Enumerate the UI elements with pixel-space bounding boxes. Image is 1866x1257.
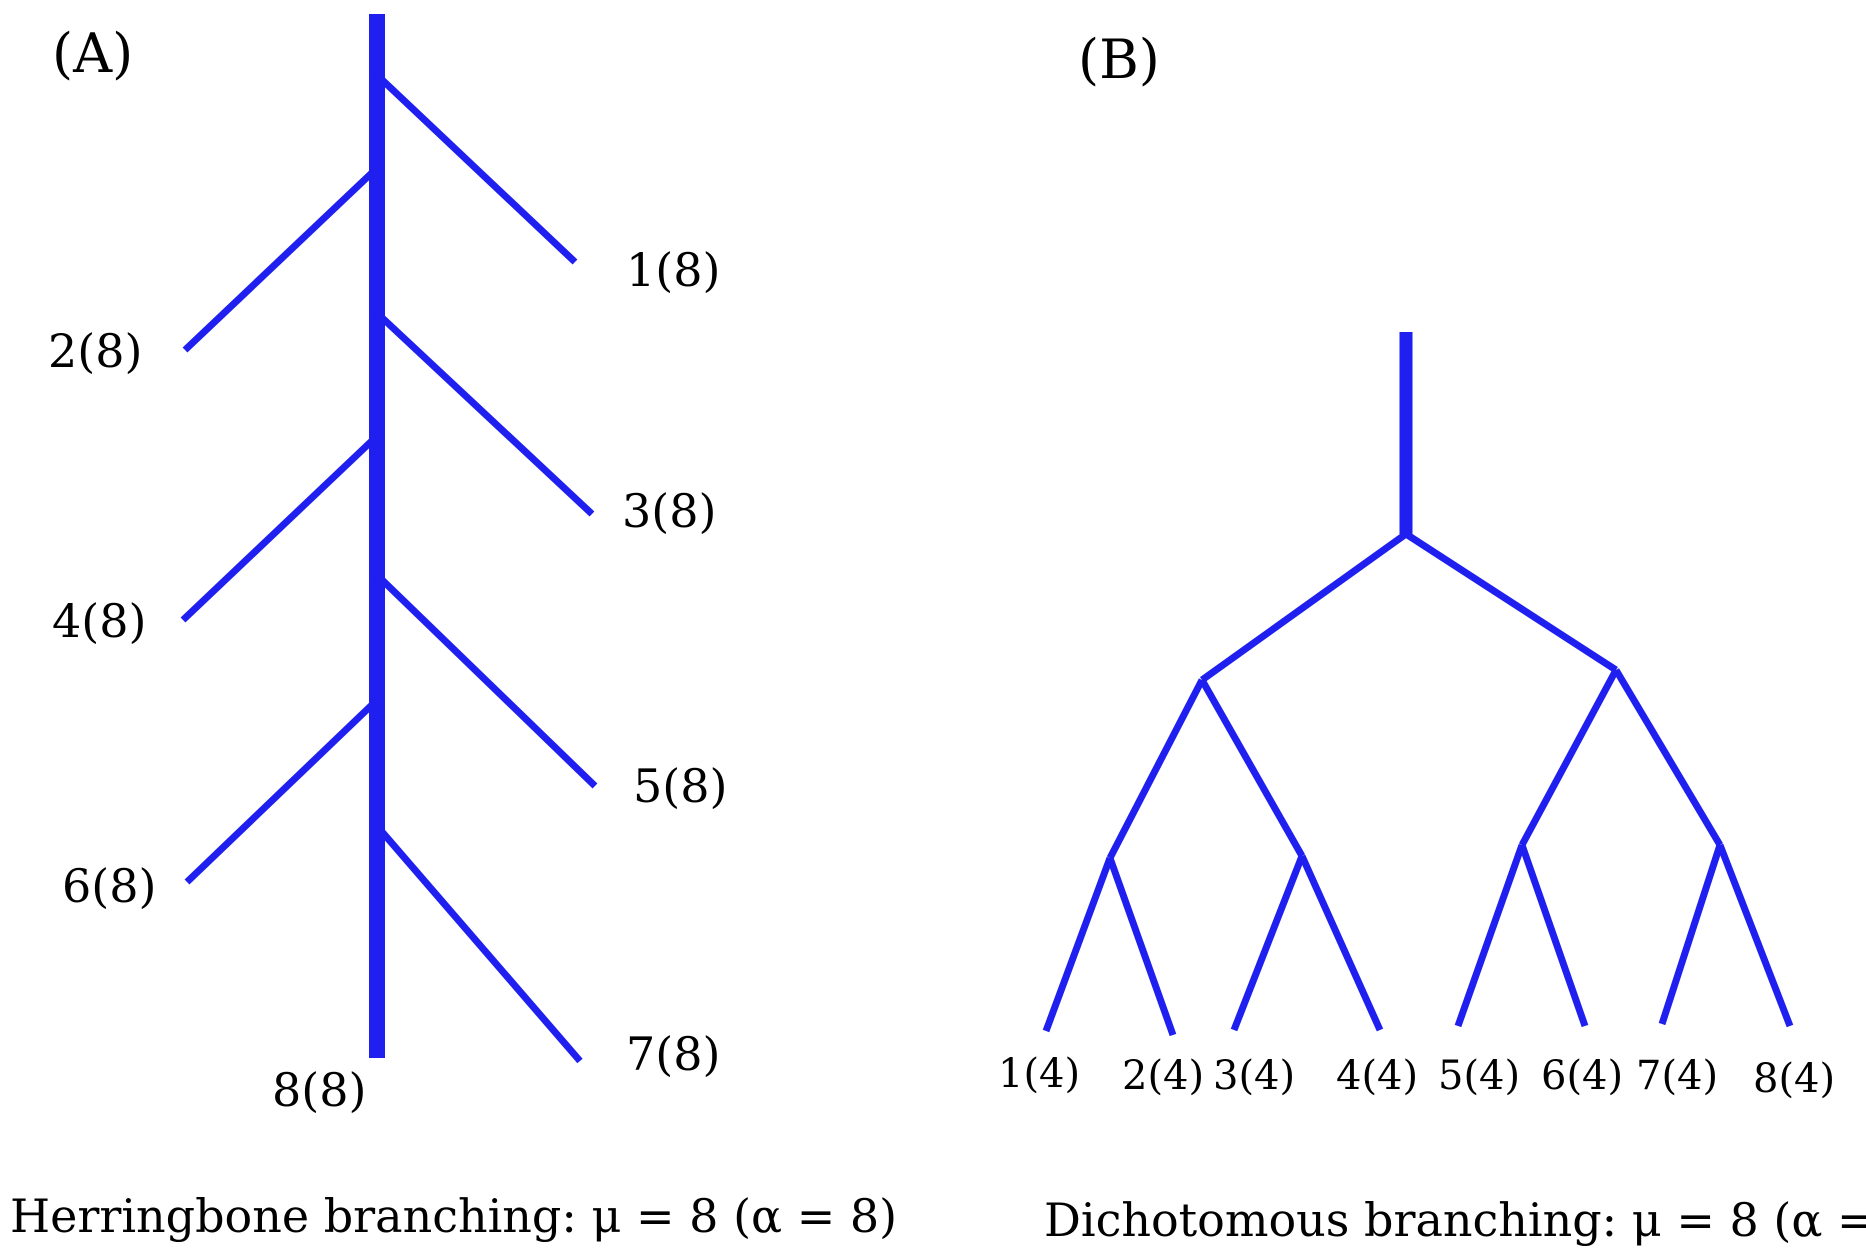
leaf-branch-7 xyxy=(1658,843,1724,1026)
leaf-label-a-5: 5(8) xyxy=(633,759,727,813)
branch-6 xyxy=(184,697,380,885)
leaf-label-a-2: 2(8) xyxy=(48,324,142,378)
panel-a-herringbone: (A) 1(8) 2(8) 3(8) 4(8) 5(8) 6(8) 7(8) 8… xyxy=(10,14,897,1243)
panel-a-label: (A) xyxy=(52,22,133,85)
leaf-branch-5 xyxy=(1454,843,1526,1028)
branch-5 xyxy=(374,572,598,789)
leaf-label-b-3: 3(4) xyxy=(1213,1053,1295,1099)
leaf-label-a-4: 4(8) xyxy=(52,594,146,648)
leaf-label-a-7: 7(8) xyxy=(626,1027,720,1081)
leaf-branch-1 xyxy=(1042,856,1114,1033)
branch-l2-4 xyxy=(1612,668,1724,847)
panel-b-label: (B) xyxy=(1078,28,1160,91)
leaf-label-b-2: 2(4) xyxy=(1122,1053,1204,1099)
leaf-branch-8 xyxy=(1716,843,1794,1028)
leaf-branch-2 xyxy=(1106,856,1177,1037)
leaf-label-b-7: 7(4) xyxy=(1636,1053,1718,1099)
branch-3 xyxy=(374,310,595,517)
branch-l1-right xyxy=(1404,531,1618,673)
branch-1 xyxy=(374,72,578,265)
branch-l2-1 xyxy=(1106,678,1206,860)
leaf-branch-3 xyxy=(1230,854,1306,1032)
leaf-branch-4 xyxy=(1298,854,1384,1032)
branch-l2-3 xyxy=(1518,668,1620,847)
leaf-label-a-3: 3(8) xyxy=(622,484,716,538)
leaf-label-a-6: 6(8) xyxy=(62,859,156,913)
leaf-label-b-8: 8(4) xyxy=(1753,1056,1835,1102)
branch-l1-left xyxy=(1199,531,1409,683)
leaf-label-b-1: 1(4) xyxy=(998,1051,1080,1097)
branch-7 xyxy=(374,823,583,1064)
leaf-label-a-1: 1(8) xyxy=(626,243,720,297)
leaf-label-b-6: 6(4) xyxy=(1541,1053,1623,1099)
panel-b-dichotomous: (B) 1(4) 2(4) 3(4) 4(4) 5(4) 6(4) 7(4) 8… xyxy=(998,28,1866,1247)
leaf-label-b-5: 5(4) xyxy=(1438,1053,1520,1099)
panel-b-caption: Dichotomous branching: μ = 8 (α = 4) xyxy=(1044,1193,1866,1247)
branch-4 xyxy=(180,433,380,623)
leaf-label-a-8: 8(8) xyxy=(272,1063,366,1117)
panel-a-caption: Herringbone branching: μ = 8 (α = 8) xyxy=(10,1189,897,1243)
branch-l2-2 xyxy=(1198,678,1306,858)
branch-2 xyxy=(182,165,380,353)
leaf-branch-6 xyxy=(1518,843,1589,1028)
leaf-label-b-4: 4(4) xyxy=(1336,1053,1418,1099)
